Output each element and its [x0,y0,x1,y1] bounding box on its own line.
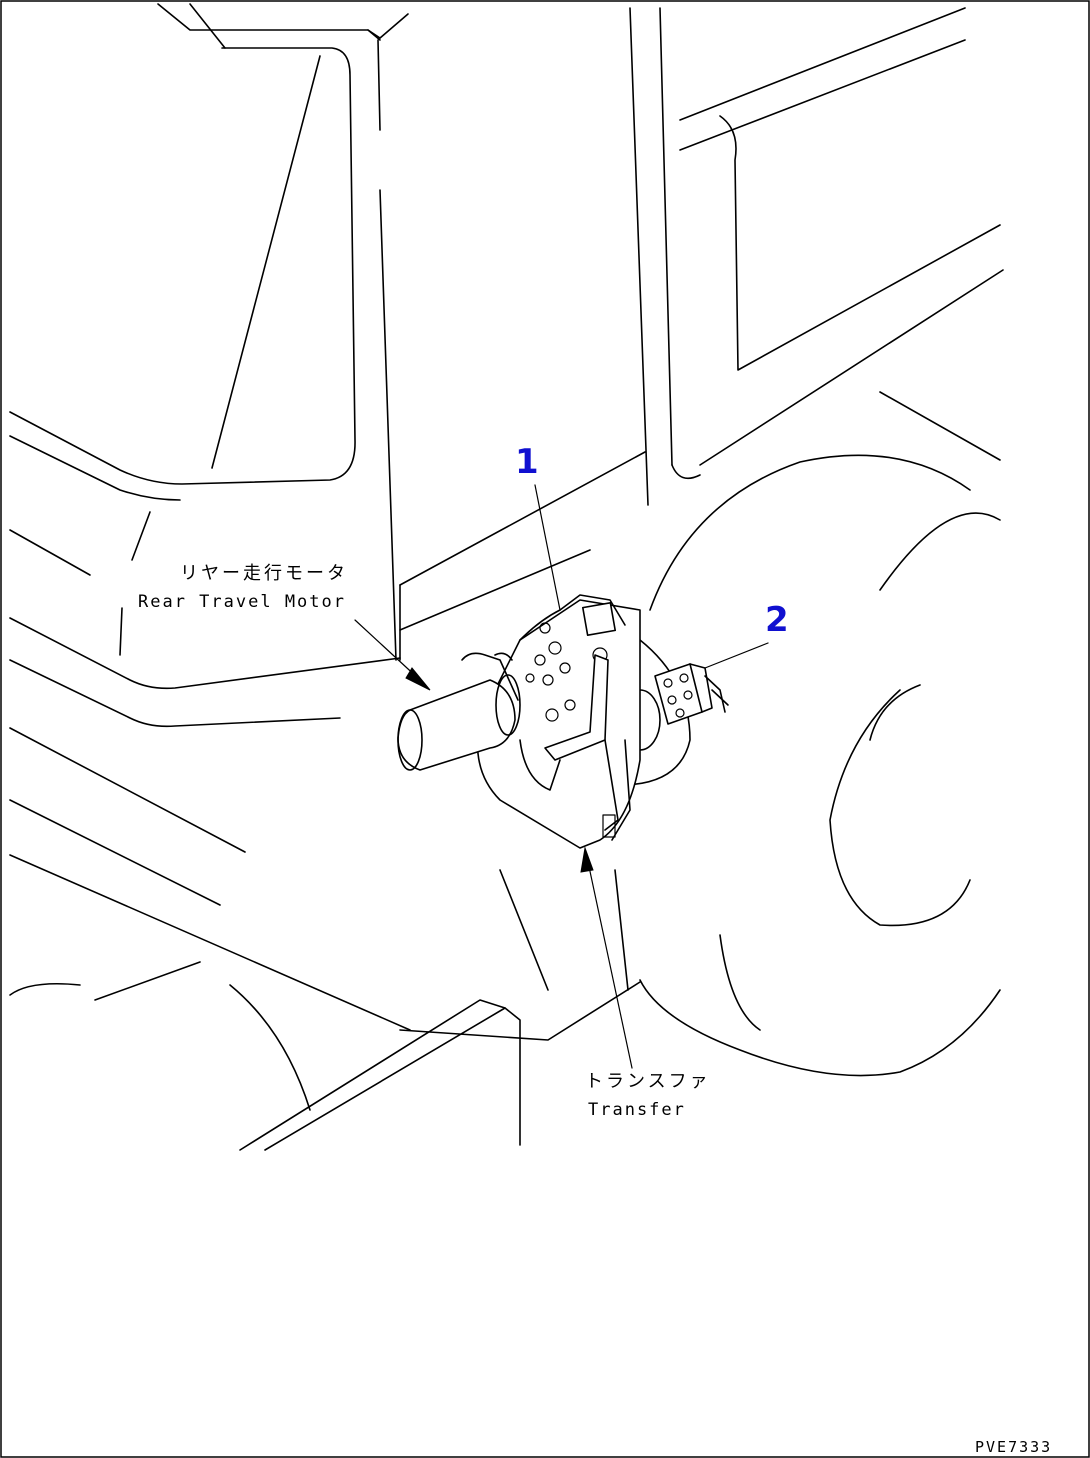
motor-leader [354,619,421,681]
part-2-bracket [654,663,729,725]
callout-2: 2 [765,600,789,640]
motor-arrow [405,667,431,691]
cab-structure [9,3,1004,1031]
transfer-label-en: Transfer [588,1100,686,1120]
lower-frame [9,869,641,1151]
motor-transfer-assembly [397,594,691,849]
drawing-code: PVE7333 [975,1438,1052,1456]
rear-travel-motor-label-en: Rear Travel Motor [138,592,346,612]
transfer-arrow [580,846,594,873]
callout-1-leader [534,484,561,611]
rear-travel-motor-label-jp: リヤー走行モータ [180,563,348,584]
wheel [614,391,1001,1077]
callout-1: 1 [515,442,539,482]
transfer-leader [587,861,633,1069]
leader-lines [354,484,769,1069]
transfer-label-jp: トランスファ [585,1071,711,1092]
callout-2-leader [704,642,769,669]
